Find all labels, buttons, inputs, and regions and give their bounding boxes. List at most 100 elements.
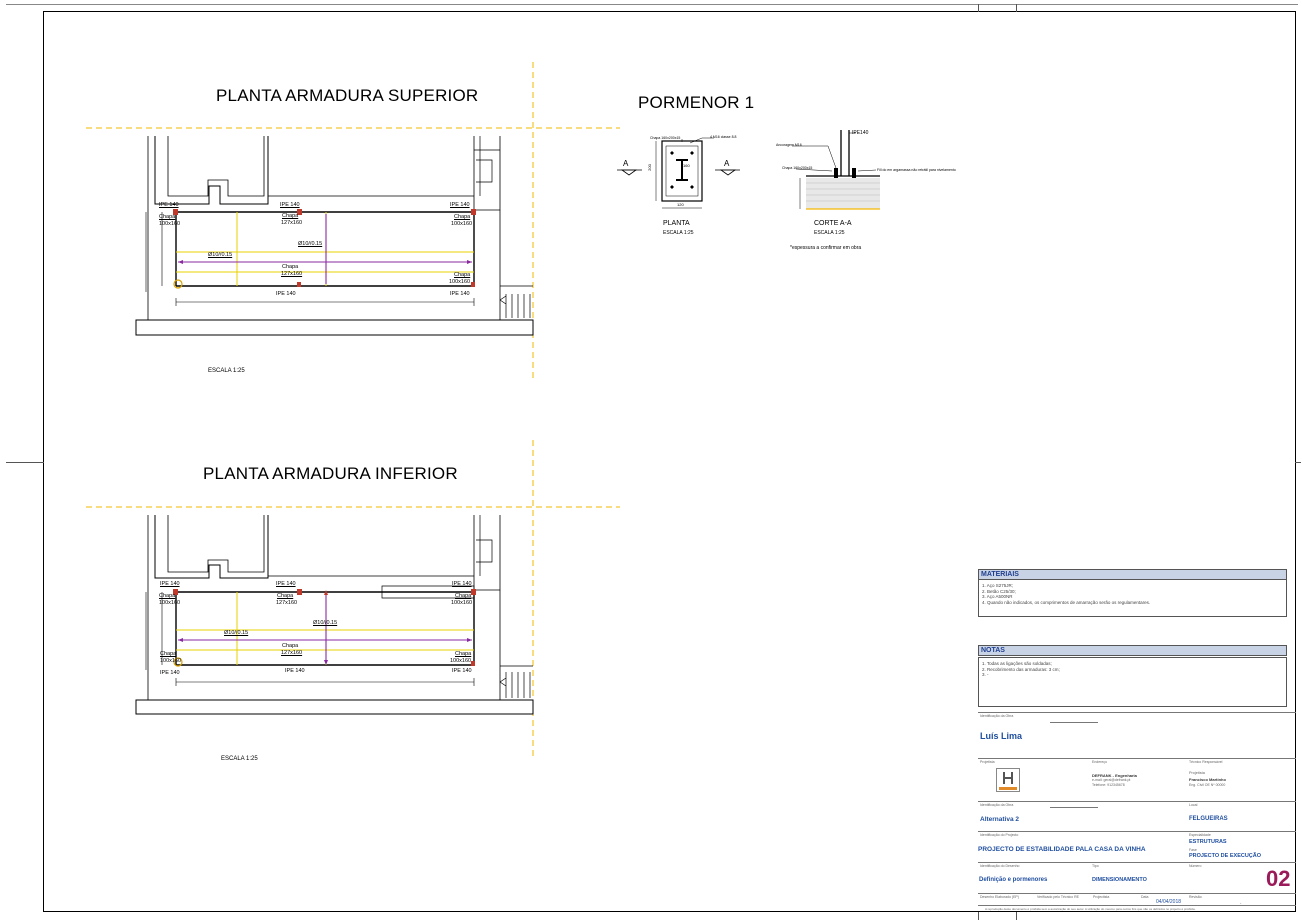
- location-label: FELGUEIRAS: [1189, 816, 1228, 822]
- company-contact: e-mail: geral@defrank.pt Telefone: 91234…: [1092, 778, 1131, 787]
- tb-label-f3: Projectista: [1093, 895, 1110, 899]
- d1-label-ipe-bm: IPE 140: [276, 291, 296, 297]
- materiais-box: 1. Aço S275JR; 2. Betão C25/30; 3. Aço A…: [978, 579, 1287, 617]
- project-label: PROJECTO DE ESTABILIDADE PALA CASA DA VI…: [978, 846, 1146, 853]
- phase-label: PROJECTO DE EXECUÇÃO: [1189, 853, 1262, 859]
- detail-plan-label: PLANTA: [663, 220, 690, 227]
- revision-value: -: [1240, 900, 1242, 905]
- tb-divider-4: [978, 831, 1296, 832]
- d2-label-chapa-tm: Chapa: [277, 593, 294, 599]
- detail-grout-label: Fill do em argamassa não retrátil para n…: [877, 168, 956, 172]
- tb-alt-rule: [1050, 807, 1098, 808]
- d2-label-chapa-tl: Chapa: [159, 593, 176, 599]
- tb-divider-1: [978, 712, 1296, 713]
- d1-label-chapa-br-dim: 100x160: [449, 279, 471, 285]
- d1-label-bar1: Ø10//0.15: [298, 241, 323, 247]
- d2-label-chapa-br: Chapa: [455, 651, 472, 657]
- tb-owner-rule: [1050, 722, 1098, 723]
- detail-dim-160: 160: [683, 163, 690, 168]
- d2-label-ipe-tm: IPE 140: [276, 581, 296, 587]
- d1-label-ipe-tm: IPE 140: [280, 202, 300, 208]
- tb-label-ident: Identificação da Obra: [980, 803, 1014, 807]
- d1-label-chapa-br: Chapa: [454, 272, 471, 278]
- d2-label-chapa-bm-dim: 127x160: [281, 650, 303, 656]
- detail-ipe-label: IPE140: [852, 130, 869, 136]
- tb-label-f1: Desenho Elaborado (EP): [980, 895, 1019, 899]
- frame-mark-top-right: [1016, 4, 1017, 12]
- sheet-frame: [43, 11, 1296, 912]
- d1-label-chapa-tl: Chapa: [159, 214, 176, 220]
- d1-label-ipe-tl: IPE 140: [159, 202, 179, 208]
- tb-label-f5: Revisão: [1189, 895, 1202, 899]
- tb-label-desenho: Identificação do Desenho: [980, 864, 1020, 868]
- drawing-type: DIMENSIONAMENTO: [1092, 877, 1147, 883]
- tb-divider-2: [978, 758, 1296, 759]
- d2-label-ipe-tr: IPE 140: [452, 581, 472, 587]
- specialty-label: ESTRUTURAS: [1189, 839, 1227, 845]
- sheet-number: 02: [1266, 866, 1291, 891]
- tb-label-f4: Data: [1141, 895, 1149, 899]
- detail-note: *espessura a confirmar em obra: [790, 245, 862, 251]
- detail-anchor-label: Ancoragem M16: [776, 143, 802, 147]
- d1-label-chapa-tr-dim: 100x160: [451, 221, 473, 227]
- detail-section-mark-right: A: [724, 159, 730, 168]
- d2-label-ipe-bm: IPE 140: [285, 668, 305, 674]
- frame-outer-top: [6, 4, 1298, 5]
- alternative-label: Alternativa 2: [980, 816, 1020, 823]
- notas-header: NOTAS: [978, 645, 1287, 656]
- drawing-2-scale: ESCALA 1:25: [221, 756, 258, 762]
- tb-divider-5: [978, 862, 1296, 863]
- d1-label-ipe-br: IPE 140: [450, 291, 470, 297]
- tb-label-tipo: Tipo: [1092, 864, 1099, 868]
- tb-label-numero: Número: [1189, 864, 1202, 868]
- frame-mark-top-left: [978, 4, 979, 12]
- drawing-1-scale: ESCALA 1:25: [208, 368, 245, 374]
- footer-disclaimer: A reprodução deste documento é proibida …: [985, 907, 1196, 911]
- d2-label-chapa-tr-dim: 100x160: [451, 600, 473, 606]
- tb-label-obra: Identificação da Obra: [980, 714, 1014, 718]
- frame-mark-bottom-right: [1016, 912, 1017, 920]
- date-value: 04/04/2018: [1156, 899, 1182, 905]
- d2-label-ipe-tl: IPE 140: [160, 581, 180, 587]
- tb-label-endereco: Endereço: [1092, 760, 1107, 764]
- d2-label-ipe-br: IPE 140: [452, 668, 472, 674]
- tb-label-tecnico: Técnico Responsável: [1189, 760, 1223, 764]
- d1-label-chapa-tm: Chapa: [282, 213, 299, 219]
- tb-divider-7: [978, 905, 1296, 906]
- d2-label-chapa-br-dim: 100x160: [450, 658, 472, 664]
- tech-label: Projetista: [1189, 771, 1205, 775]
- d1-label-bar2: Ø10//0.15: [208, 252, 233, 258]
- drawing-name: Definição e pormenores: [979, 877, 1048, 883]
- d1-label-chapa-tr: Chapa: [454, 214, 471, 220]
- d2-label-chapa-bm: Chapa: [282, 643, 299, 649]
- detail-section-scale: ESCALA 1:25: [814, 230, 845, 236]
- drawing-2-title: PLANTA ARMADURA INFERIOR: [203, 464, 458, 483]
- detail-dim-120: 120: [677, 202, 684, 207]
- tech-name: Francisco Martinho: [1189, 777, 1226, 782]
- tb-label-f2: Verificado pelo Técnico RE: [1037, 895, 1079, 899]
- d1-label-chapa-bm: Chapa: [282, 264, 299, 270]
- d2-label-chapa-tl-dim: 100x160: [159, 600, 181, 606]
- detail-section-label: CORTE A-A: [814, 220, 852, 227]
- d2-label-chapa-tr: Chapa: [455, 593, 472, 599]
- tb-divider-6: [978, 893, 1296, 894]
- tb-label-local: Local: [1189, 803, 1198, 807]
- tb-label-fase: Fase: [1189, 848, 1197, 852]
- detail-section-mark-left: A: [623, 159, 629, 168]
- frame-mark-right: [1295, 462, 1301, 463]
- detail-plan-scale: ESCALA 1:25: [663, 230, 694, 236]
- tb-label-projetista: Projetista: [980, 760, 995, 764]
- tech-reg: Eng. Civil OE Nº 00000: [1189, 783, 1226, 787]
- detail-dim-200: 200: [646, 164, 652, 171]
- d2-label-bar2: Ø10//0.15: [224, 630, 249, 636]
- company-logo-icon: [996, 768, 1020, 792]
- d1-label-ipe-tr: IPE 140: [450, 202, 470, 208]
- detail-plate-label: Chapa 160x200x15: [650, 136, 681, 140]
- d2-label-bar1: Ø10//0.15: [313, 620, 338, 626]
- frame-mark-bottom-left: [978, 912, 979, 920]
- d1-label-chapa-tm-dim: 127x160: [281, 220, 303, 226]
- company-name: DEFRANK - Engenharia: [1092, 773, 1137, 778]
- detail-plate2-label: Chapa 160x200x15: [782, 166, 813, 170]
